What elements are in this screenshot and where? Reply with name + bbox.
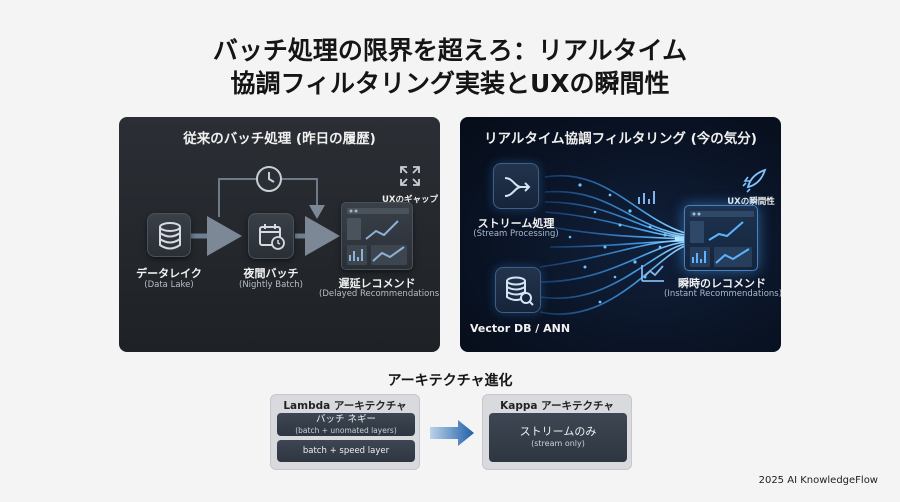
realtime-panel-title: リアルタイム協調フィルタリング (今の気分) — [484, 131, 757, 147]
nightly-batch-sub: (Nightly Batch) — [239, 280, 303, 290]
lambda-architecture-box: Lambda アーキテクチャ バッチ ネギー (batch + unomated… — [270, 394, 420, 470]
kappa-architecture-box: Kappa アーキテクチャ ストリームのみ (stream only) — [482, 394, 632, 470]
kappa-title: Kappa アーキテクチャ — [500, 400, 614, 412]
vector-db-node — [495, 267, 541, 313]
data-stream-lines — [539, 174, 690, 315]
nightly-batch-label: 夜間バッチ — [243, 267, 299, 280]
footer-credit: 2025 AI KnowledgeFlow — [758, 475, 878, 486]
lambda-batch-layer: バッチ ネギー (batch + unomated layers) — [277, 413, 415, 436]
data-lake-label: データレイク — [136, 267, 202, 280]
data-lake-sub: (Data Lake) — [144, 280, 194, 290]
expand-arrows-icon — [400, 166, 420, 186]
lambda-batch-label: バッチ ネギー — [315, 414, 377, 425]
bar-chart-icon — [638, 191, 655, 204]
kappa-stream-layer: ストリームのみ (stream only) — [489, 413, 627, 462]
vector-db-label: Vector DB / ANN — [470, 322, 571, 335]
clock-icon — [256, 166, 282, 192]
delayed-label: 遅延レコメンド — [338, 277, 416, 290]
dashboard-chart-icon — [690, 211, 754, 267]
lambda-batch-sub: (batch + unomated layers) — [295, 426, 397, 435]
lambda-speed-label: batch + speed layer — [302, 446, 390, 456]
lambda-speed-layer: batch + speed layer — [277, 440, 415, 462]
delayed-dashboard-node — [341, 202, 413, 270]
data-lake-node — [147, 213, 191, 257]
instant-label: 瞬時のレコメンド — [678, 277, 766, 290]
stream-processing-label: ストリーム処理 — [477, 217, 555, 230]
instant-sub: (Instant Recommendations) — [664, 289, 781, 299]
stream-merge-icon — [504, 177, 531, 197]
batch-processing-panel: 従来のバッチ処理 (昨日の履歴) データレイク (Data Lake) — [119, 117, 440, 352]
trend-chart-icon — [641, 265, 664, 282]
batch-panel-title: 従来のバッチ処理 (昨日の履歴) — [183, 131, 376, 147]
page-title: バッチ処理の限界を超えろ：リアルタイム 協調フィルタリング実装とUXの瞬間性 — [0, 34, 900, 100]
kappa-stream-label: ストリームのみ — [519, 425, 597, 438]
dashboard-chart-icon — [347, 208, 409, 265]
database-icon — [159, 222, 181, 250]
evolution-arrow — [430, 420, 474, 446]
stream-processing-sub: (Stream Processing) — [473, 229, 559, 239]
calendar-clock-icon — [259, 224, 285, 250]
database-search-icon — [506, 276, 534, 306]
delayed-sub: (Delayed Recommendations) — [319, 289, 440, 299]
kappa-stream-sub: (stream only) — [531, 439, 585, 448]
stream-processing-node — [493, 163, 539, 209]
lambda-title: Lambda アーキテクチャ — [283, 400, 407, 412]
nightly-batch-node — [248, 213, 294, 259]
realtime-panel: リアルタイム協調フィルタリング (今の気分) — [460, 117, 781, 352]
title-line-2: 協調フィルタリング実装とUXの瞬間性 — [230, 69, 670, 98]
title-line-1: バッチ処理の限界を超えろ：リアルタイム — [212, 36, 688, 65]
rocket-icon — [742, 168, 767, 193]
ux-gap-label: UXのギャップ — [382, 195, 438, 205]
instant-dashboard-node — [684, 205, 758, 271]
architecture-section-title: アーキテクチャ進化 — [387, 373, 513, 389]
ux-instant-label: UXの瞬間性 — [727, 197, 775, 207]
